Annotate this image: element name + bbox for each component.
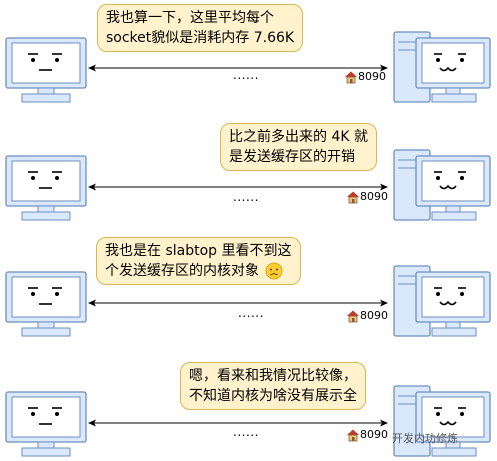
bubble-line: 个发送缓存区的内核对象 <box>105 261 292 281</box>
bubble-line: 比之前多出来的 4K 就 <box>229 129 368 145</box>
speech-bubble: 我也是在 slabtop 里看不到这 个发送缓存区的内核对象 <box>96 237 301 285</box>
server-computer-icon <box>393 265 491 337</box>
client-computer-icon <box>5 391 87 457</box>
server-computer-icon <box>393 149 491 221</box>
house-icon <box>347 310 359 323</box>
bubble-line: 嗯，看来和我情况比较像， <box>189 368 357 384</box>
house-icon <box>345 71 357 84</box>
ellipsis: ...... <box>238 306 264 320</box>
connection-arrow <box>88 299 388 307</box>
connection-arrow <box>88 419 388 427</box>
port-label: 8090 <box>360 428 388 441</box>
client-computer-icon <box>5 271 87 337</box>
connection-arrow <box>88 183 388 191</box>
speech-bubble: 比之前多出来的 4K 就 是发送缓存区的开销 <box>220 123 377 171</box>
port-label: 8090 <box>360 309 388 322</box>
speech-bubble: 嗯，看来和我情况比较像， 不知道内核为啥没有展示全 <box>180 362 366 410</box>
bubble-line: 是发送缓存区的开销 <box>229 149 355 165</box>
port-label: 8090 <box>360 190 388 203</box>
speech-bubble: 我也算一下，这里平均每个 socket貌似是消耗内存 7.66K <box>97 4 304 52</box>
ellipsis: ...... <box>233 425 259 439</box>
server-computer-icon <box>393 31 491 103</box>
bubble-line-text: 个发送缓存区的内核对象 <box>105 263 259 279</box>
bubble-line: 我也是在 slabtop 里看不到这 <box>105 243 292 259</box>
ellipsis: ...... <box>233 68 259 82</box>
connection-arrow <box>88 64 388 72</box>
bubble-line: socket貌似是消耗内存 7.66K <box>106 30 295 46</box>
bubble-line: 不知道内核为啥没有展示全 <box>189 388 357 404</box>
client-computer-icon <box>5 155 87 221</box>
client-computer-icon <box>5 37 87 103</box>
watermark: 开发内功修炼 <box>392 432 458 445</box>
server-computer-icon <box>393 385 491 457</box>
house-icon <box>347 191 359 204</box>
bubble-line: 我也算一下，这里平均每个 <box>106 10 274 26</box>
house-icon <box>347 429 359 442</box>
worried-face-icon <box>265 262 283 280</box>
ellipsis: ...... <box>233 190 259 204</box>
port-label: 8090 <box>358 70 386 83</box>
